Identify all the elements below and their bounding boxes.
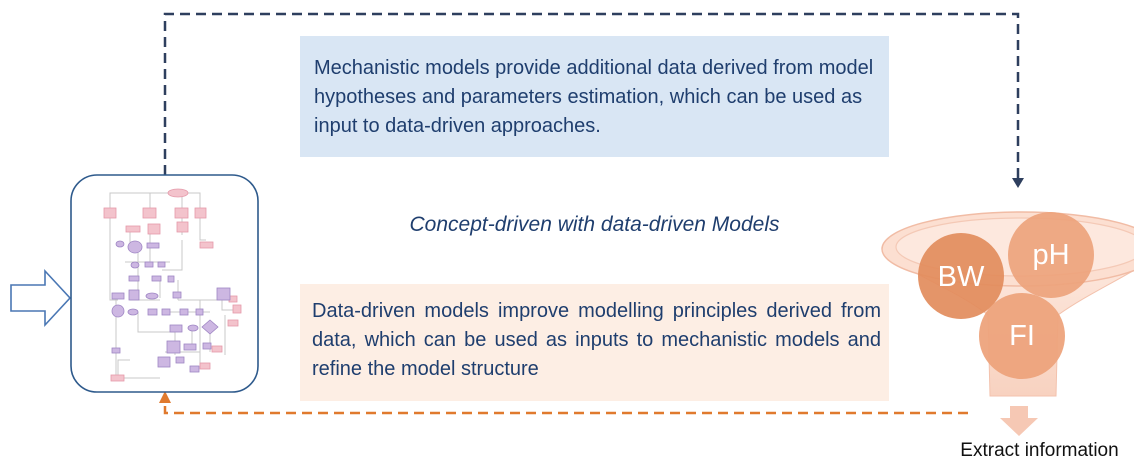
circle-ph <box>1008 212 1094 298</box>
bottom-feedback-arrow <box>163 402 968 415</box>
top-arrow-head-icon <box>1012 178 1024 188</box>
data-driven-models-box: Data-driven models improve modelling pri… <box>300 284 889 401</box>
circle-fi <box>979 293 1065 379</box>
circle-label-fi: FI <box>1009 320 1035 352</box>
bottom-arrow-head-icon <box>159 391 171 403</box>
down-arrow-icon <box>1000 406 1038 436</box>
center-title: Concept-driven with data-driven Models <box>409 213 780 236</box>
extract-information-caption: Extract information <box>960 440 1119 461</box>
mechanistic-models-box: Mechanistic models provide additional da… <box>300 36 889 157</box>
circle-label-bw: BW <box>937 261 985 293</box>
input-arrow-icon <box>10 268 72 328</box>
data-driven-models-text: Data-driven models improve modelling pri… <box>312 300 881 380</box>
network-diagram-icon <box>103 188 242 382</box>
top-feedback-arrow <box>163 12 1020 178</box>
model-box <box>70 174 259 393</box>
circle-bw <box>918 233 1004 319</box>
mechanistic-models-text: Mechanistic models provide additional da… <box>314 57 874 137</box>
circle-label-ph: pH <box>1032 239 1070 271</box>
